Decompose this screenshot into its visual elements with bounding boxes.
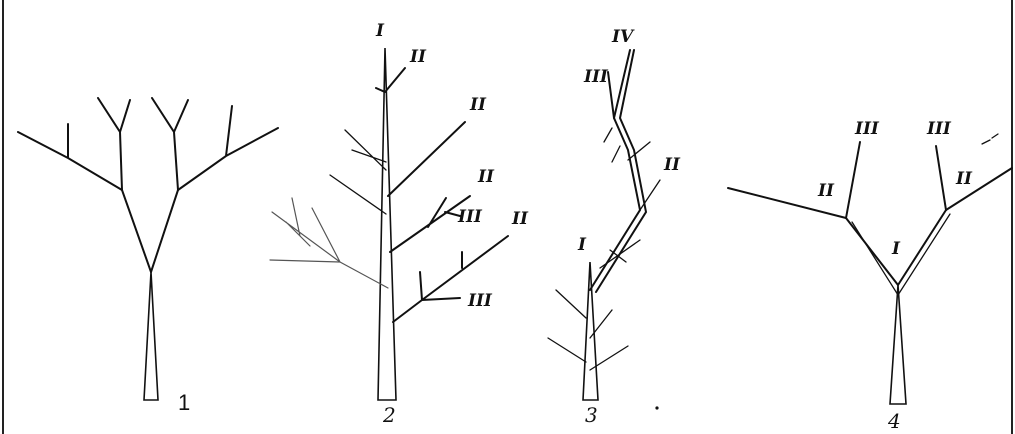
panel-2-tree: I II II II III II III 2 xyxy=(269,21,529,427)
panel-3-trunk xyxy=(582,261,599,401)
panel-3-dot xyxy=(655,406,659,410)
panel-2-left-scaffold xyxy=(269,197,389,289)
panel-1-tree: 1 xyxy=(17,97,279,415)
panel-3-label-III: III xyxy=(583,67,609,87)
panel-4-fork-inner xyxy=(851,213,951,296)
panel-2-label-II-top: II xyxy=(409,47,427,67)
panel-2-branch-right-mid xyxy=(389,195,471,253)
panel-4-label-III-right: III xyxy=(926,119,952,139)
panel-4-right-lateral xyxy=(945,167,1013,211)
panel-3-branch-III xyxy=(607,71,615,119)
panel-2-number: 2 xyxy=(382,403,396,427)
panel-1-number: 1 xyxy=(178,390,190,415)
panel-2-label-III-mid: III xyxy=(457,207,483,227)
panel-3-leader-left xyxy=(589,49,642,291)
panel-3-label-II: II xyxy=(663,155,681,175)
panel-1-left-leader xyxy=(97,97,131,191)
panel-3-tree: IV III II I 3 xyxy=(547,27,681,427)
panel-1-right-lateral xyxy=(177,105,279,191)
panel-2-left-branches-upper xyxy=(329,129,387,215)
panel-4-tree: III III II II I 4 xyxy=(727,119,1013,433)
panel-1-right-leader xyxy=(151,97,189,191)
panel-3-side-shoots xyxy=(547,127,661,371)
panel-2-trunk xyxy=(377,47,397,401)
panel-3-label-IV: IV xyxy=(611,27,635,47)
panel-4-number: 4 xyxy=(887,409,901,433)
panel-3-number: 3 xyxy=(585,403,598,427)
panel-2-top-branch xyxy=(375,67,406,93)
panel-1-trunk xyxy=(143,271,159,401)
panel-1-left-lateral xyxy=(17,123,123,191)
panel-2-label-II-lower: II xyxy=(511,209,529,229)
panel-4-right-III xyxy=(935,145,947,211)
panel-2-label-II-mid: II xyxy=(477,167,495,187)
panel-2-label-II-right: II xyxy=(469,95,487,115)
panel-2-branch-right-lower xyxy=(392,235,509,323)
panel-4-smudge xyxy=(981,133,999,145)
panel-3-label-I: I xyxy=(577,235,587,255)
panel-4-label-I: I xyxy=(891,239,901,259)
panel-4-trunk xyxy=(889,284,907,405)
panel-2-label-I: I xyxy=(375,21,385,41)
panel-3-leader-right xyxy=(595,49,648,293)
panel-4-left-III xyxy=(845,141,861,219)
panel-1-main-fork xyxy=(121,189,179,273)
panel-4-fork-outer xyxy=(845,209,947,286)
panel-2-branch-right-upper xyxy=(387,121,466,197)
panel-4-label-III-left: III xyxy=(854,119,880,139)
panel-4-left-lateral xyxy=(727,187,847,219)
panel-4-label-II-left: II xyxy=(817,181,835,201)
panel-2-label-III-lower: III xyxy=(467,291,493,311)
panel-4-label-II-right: II xyxy=(955,169,973,189)
